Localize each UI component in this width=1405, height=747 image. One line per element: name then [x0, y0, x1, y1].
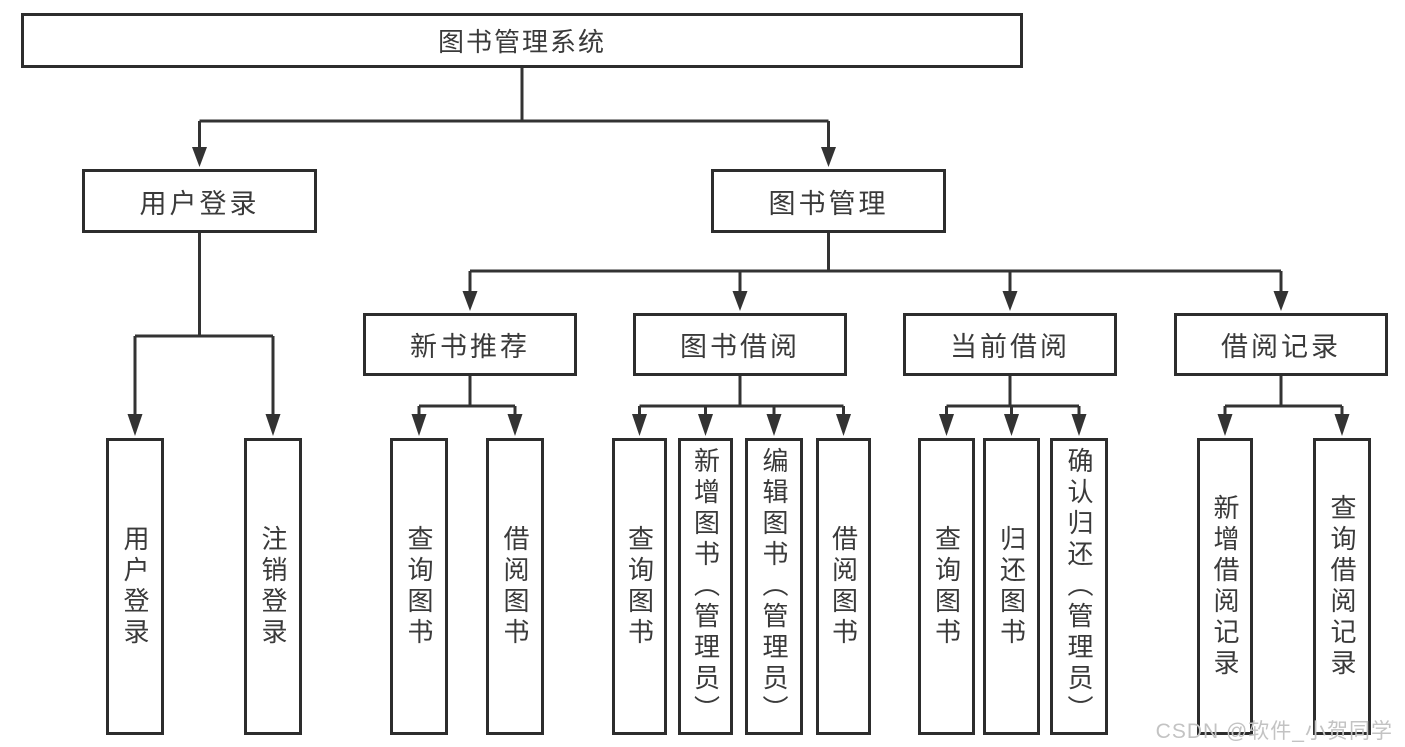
leaf-borrow-book-recommend: 借阅图书 [486, 438, 544, 735]
connector-user-login-to-leaves [127, 233, 281, 436]
leaf-user-login: 用户登录 [106, 438, 164, 735]
leaf-query-book-current: 查询图书 [918, 438, 975, 735]
connector-book-management-to-level3 [462, 233, 1289, 311]
leaf-return-book: 归还图书 [983, 438, 1040, 735]
node-borrowing-records: 借阅记录 [1174, 313, 1388, 376]
node-book-borrowing: 图书借阅 [633, 313, 847, 376]
node-book-management: 图书管理 [711, 169, 946, 233]
connector-borrowing-records-to-leaves [1217, 376, 1350, 436]
connector-root-to-level2 [192, 68, 836, 167]
leaf-confirm-return-admin: 确认归还（管理员） [1050, 438, 1108, 735]
leaf-query-book-borrow: 查询图书 [612, 438, 667, 735]
leaf-query-book-recommend: 查询图书 [390, 438, 448, 735]
leaf-add-book-admin: 新增图书（管理员） [678, 438, 733, 735]
connector-current-borrowing-to-leaves [939, 376, 1087, 436]
node-user-login: 用户登录 [82, 169, 317, 233]
node-new-book-recommendation: 新书推荐 [363, 313, 577, 376]
connector-new-book-to-leaves [411, 376, 523, 436]
leaf-add-borrow-record: 新增借阅记录 [1197, 438, 1253, 735]
watermark: CSDN @软件_小贺同学 [1155, 720, 1393, 743]
connector-book-borrowing-to-leaves [632, 376, 851, 436]
node-root: 图书管理系统 [21, 13, 1023, 68]
leaf-query-borrow-record: 查询借阅记录 [1313, 438, 1371, 735]
leaf-logout: 注销登录 [244, 438, 302, 735]
node-current-borrowing: 当前借阅 [903, 313, 1117, 376]
leaf-borrow-book-borrow: 借阅图书 [816, 438, 871, 735]
leaf-edit-book-admin: 编辑图书（管理员） [745, 438, 803, 735]
